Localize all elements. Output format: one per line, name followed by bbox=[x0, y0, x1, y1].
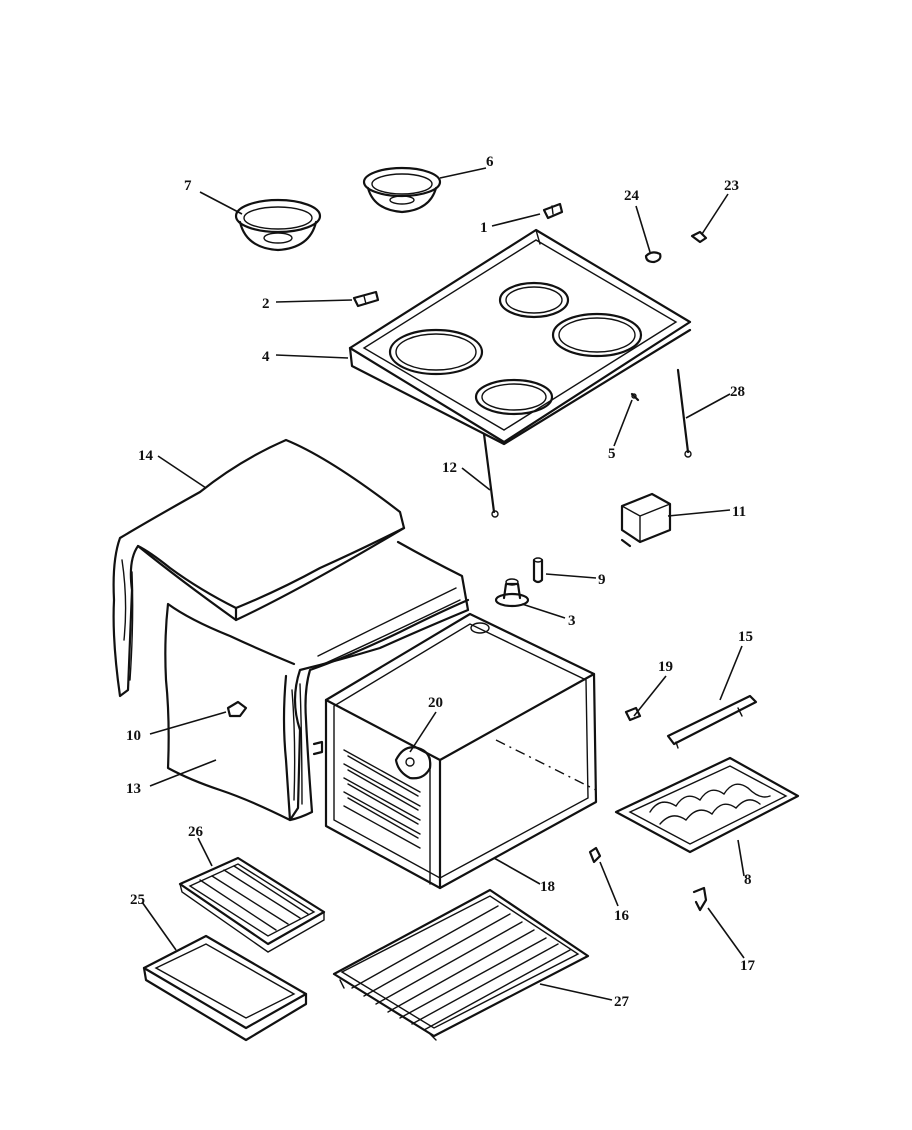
part-11-bracket bbox=[620, 492, 672, 548]
callout-24: 24 bbox=[624, 188, 640, 204]
callout-11: 11 bbox=[732, 504, 746, 520]
part-9-pin bbox=[532, 557, 544, 584]
callout-19: 19 bbox=[658, 659, 673, 675]
part-2-clip bbox=[352, 290, 380, 308]
callout-25: 25 bbox=[130, 892, 145, 908]
callout-20: 20 bbox=[428, 695, 443, 711]
part-16-hook bbox=[588, 846, 602, 864]
part-15-rail bbox=[666, 694, 758, 749]
callout-7: 7 bbox=[184, 178, 192, 194]
callout-3: 3 bbox=[568, 613, 576, 629]
callout-5: 5 bbox=[608, 446, 616, 462]
callout-12: 12 bbox=[442, 460, 457, 476]
part-8-bake-element bbox=[614, 756, 800, 854]
callout-15: 15 bbox=[738, 629, 753, 645]
part-13-insulation-side bbox=[164, 540, 470, 822]
callout-labels: 7 6 1 24 23 2 4 28 5 12 14 11 9 3 15 19 … bbox=[126, 154, 756, 1010]
leader-lines bbox=[141, 167, 745, 1001]
part-7-drip-bowl bbox=[234, 198, 322, 252]
callout-26: 26 bbox=[188, 824, 204, 840]
part-19-bracket bbox=[624, 706, 642, 722]
callout-18: 18 bbox=[540, 879, 555, 895]
part-3-grommet bbox=[494, 578, 530, 608]
part-17-hook bbox=[692, 886, 708, 912]
callout-4: 4 bbox=[262, 349, 270, 365]
part-1-clip bbox=[542, 202, 564, 220]
part-20-element-block bbox=[394, 746, 432, 780]
callout-6: 6 bbox=[486, 154, 494, 170]
callout-27: 27 bbox=[614, 994, 630, 1010]
part-6-drip-bowl bbox=[362, 166, 442, 214]
callout-28: 28 bbox=[730, 384, 745, 400]
part-23-nut bbox=[690, 230, 708, 244]
part-25-broiler-pan bbox=[142, 934, 308, 1042]
callout-9: 9 bbox=[598, 572, 606, 588]
callout-13: 13 bbox=[126, 781, 141, 797]
callout-10: 10 bbox=[126, 728, 141, 744]
part-28-rod bbox=[676, 368, 692, 458]
part-4-cooktop bbox=[348, 228, 692, 446]
callout-8: 8 bbox=[744, 872, 752, 888]
part-12-rod bbox=[482, 432, 499, 518]
part-24-knob bbox=[644, 251, 662, 264]
part-27-oven-rack bbox=[332, 888, 590, 1041]
part-5-screw bbox=[630, 392, 640, 402]
part-26-broiler-grid bbox=[178, 856, 326, 953]
part-10-clip bbox=[226, 700, 248, 718]
callout-2: 2 bbox=[262, 296, 270, 312]
callout-1: 1 bbox=[480, 220, 488, 236]
callout-17: 17 bbox=[740, 958, 756, 974]
callout-16: 16 bbox=[614, 908, 630, 924]
callout-23: 23 bbox=[724, 178, 739, 194]
part-18-oven-cavity bbox=[312, 612, 598, 890]
part-14-insulation-top bbox=[112, 438, 406, 698]
callout-14: 14 bbox=[138, 448, 154, 464]
